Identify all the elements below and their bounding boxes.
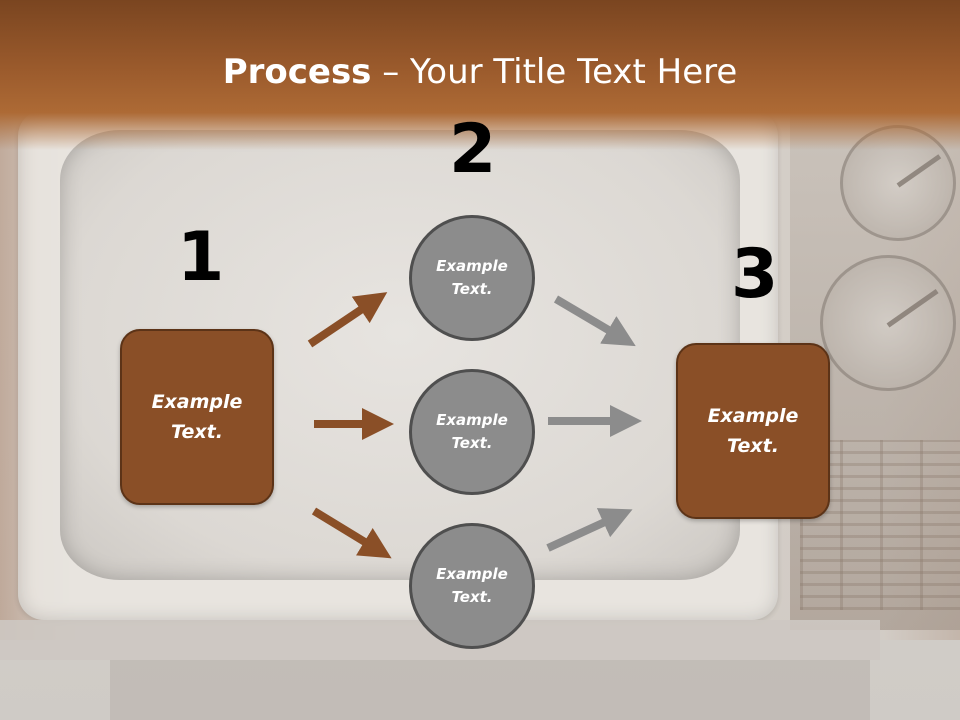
step-number-3: 3 (731, 235, 779, 314)
step-number-2: 2 (449, 110, 497, 189)
tv-stand (110, 660, 870, 720)
circle-bottom-line2: Text. (451, 588, 493, 606)
slide-title: Process – Your Title Text Here (0, 52, 960, 92)
process-circle-bottom: Example Text. (409, 523, 535, 649)
title-band (0, 0, 960, 150)
title-rest-part: – Your Title Text Here (371, 52, 738, 92)
circle-top-line1: Example (436, 257, 508, 275)
circle-middle-label: Example Text. (436, 409, 508, 455)
process-circle-middle: Example Text. (409, 369, 535, 495)
circle-top-label: Example Text. (436, 255, 508, 301)
arrow-box-to-circle-top (307, 292, 388, 348)
circle-bottom-label: Example Text. (436, 563, 508, 609)
step-number-1: 1 (177, 218, 225, 297)
box-end-line2: Text. (727, 435, 779, 457)
process-box-end: Example Text. (676, 343, 830, 519)
process-box-start: Example Text. (120, 329, 274, 505)
box-end-label: Example Text. (708, 401, 799, 461)
circle-middle-line2: Text. (451, 434, 493, 452)
title-bold-part: Process (222, 52, 372, 92)
box-start-line1: Example (151, 391, 243, 413)
arrow-circle-top-to-box (553, 295, 636, 347)
tv-dial-lower (820, 255, 956, 391)
arrow-circle-bottom-to-box (546, 508, 633, 552)
box-end-line1: Example (707, 405, 799, 427)
circle-bottom-line1: Example (436, 565, 508, 583)
box-start-label: Example Text. (152, 387, 243, 447)
circle-top-line2: Text. (451, 280, 493, 298)
arrow-box-to-circle-bottom (311, 507, 392, 559)
circle-middle-line1: Example (436, 411, 508, 429)
box-start-line2: Text. (171, 421, 223, 443)
process-circle-top: Example Text. (409, 215, 535, 341)
